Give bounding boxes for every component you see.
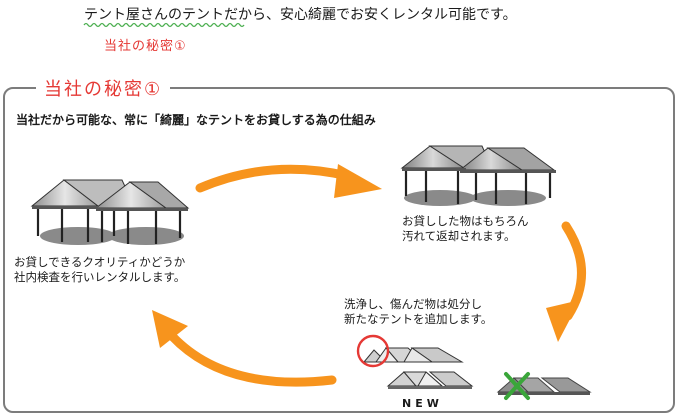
step-returned-caption: お貸しした物はもちろん 汚れて返却されます。 [402,214,529,243]
tent-roof-icon [386,371,474,389]
new-tent-group [356,334,474,389]
discarded-tent-group [496,372,592,400]
wavy-underline [83,22,245,28]
panel-title: 当社の秘密① [36,75,171,101]
cycle-arrow-icon [167,331,337,387]
cycle-arrow-icon [195,164,353,193]
circle-mark-icon [356,334,390,368]
tent-icon [400,145,556,206]
step-replace-caption: 洗浄し、傷んだ物は処分し 新たなテントを追加します。 [344,297,493,326]
new-label: NEW [402,397,443,410]
cross-mark-icon [504,372,530,400]
panel-subtitle: 当社だから可能な、常に「綺麗」なテントをお貸しする為の仕組み [16,113,376,127]
secret-link[interactable]: 当社の秘密① [104,39,187,54]
secret-panel [3,87,675,413]
tent-icon [30,179,190,245]
headline: テント屋さんのテントだから、安心綺麗でお安くレンタル可能です。 [84,7,517,23]
step-inspect-caption: お貸しできるクオリティかどうか 社内検査を行いレンタルします。 [14,255,186,284]
